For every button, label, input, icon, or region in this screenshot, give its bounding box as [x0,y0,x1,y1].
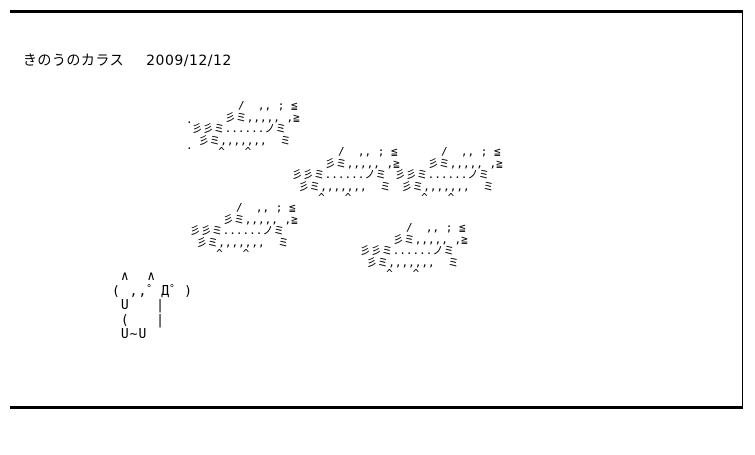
kitty-figure: ∧ ∧ ( ,,゜Д゜) U | ( | U~U [112,269,193,342]
crow-2: / ,, ; ≦ 彡ミ,,,,, ,≧ 彡彡ミ......ノミ 彡ミ,,,,,,… [291,145,400,204]
crow-3: / ,, ; ≦ 彡ミ,,,,, ,≧ 彡彡ミ......ノミ 彡ミ,,,,,,… [394,145,503,204]
crow-5: / ,, ; ≦ 彡ミ,,,,, ,≧ 彡彡ミ......ノミ 彡ミ,,,,,,… [359,221,468,280]
right-edge-rule [742,10,743,409]
bottom-horizontal-rule [10,406,743,409]
crow-4: / ,, ; ≦ 彡ミ,,,,, ,≧ 彡彡ミ......ノミ 彡ミ,,,,,,… [189,201,298,260]
speck-marks: . . [186,113,193,152]
page-title: きのうのカラス [22,53,125,69]
page-header: きのうのカラス 2009/12/12 [14,34,232,70]
post-date: 2009/12/12 [146,53,232,69]
crow-1: / ,, ; ≦ 彡ミ,,,,, ,≧ 彡彡ミ......ノミ 彡ミ,,,,,,… [191,99,300,158]
top-horizontal-rule [10,10,743,13]
